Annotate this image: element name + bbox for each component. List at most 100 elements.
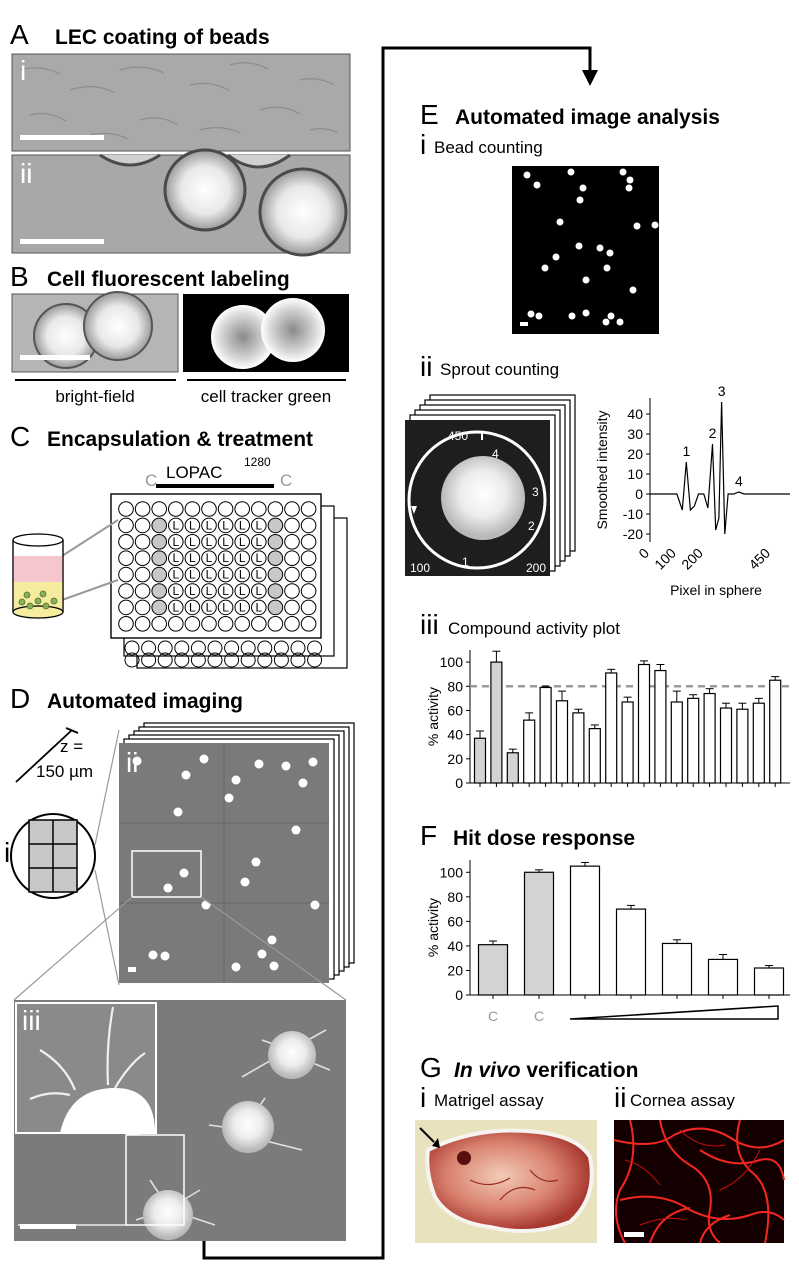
well [217, 534, 234, 550]
sprout-inset [15, 1002, 157, 1134]
well [284, 501, 300, 517]
well [157, 652, 173, 668]
bar [736, 708, 749, 784]
control-label-left: C [145, 471, 157, 490]
workflow-arrow-line [202, 46, 592, 1260]
control-well [267, 517, 284, 534]
y-tick-label: 0 [455, 775, 463, 791]
y-tick-label: -20 [623, 526, 643, 542]
well [250, 517, 267, 534]
bar [707, 958, 739, 996]
control-label-right: C [280, 471, 292, 490]
control-well [151, 517, 167, 534]
well [184, 566, 201, 583]
well [273, 652, 289, 668]
well [168, 550, 184, 567]
well [174, 640, 190, 656]
peak-label: 4 [735, 473, 743, 489]
well [168, 616, 184, 632]
bar [687, 697, 700, 784]
bar [752, 702, 765, 784]
y-tick-label: 40 [627, 406, 643, 422]
control-well [151, 550, 167, 567]
dose-ramp [569, 1005, 779, 1020]
well [168, 501, 184, 517]
well [284, 616, 300, 632]
bead-spot [625, 184, 633, 192]
well [300, 501, 317, 517]
bead-spot [582, 309, 590, 317]
library-well-mark: L [206, 600, 213, 614]
panel-c-letter: C [10, 421, 30, 452]
library-well-mark: L [255, 518, 262, 532]
well [217, 550, 234, 567]
bead-spot [603, 264, 611, 272]
panel-d-sub-i: i [4, 837, 10, 868]
well [250, 550, 267, 567]
control-bar [523, 871, 555, 996]
bead-spot [267, 935, 277, 945]
sphere-label-1: 1 [462, 555, 469, 569]
well [267, 616, 284, 632]
panel-g-sub-i: i [420, 1082, 426, 1113]
bead-spot [173, 807, 183, 817]
well [300, 599, 317, 616]
well [184, 501, 201, 517]
bead-spot [181, 770, 191, 780]
well-tiling-diagram [10, 729, 120, 986]
library-well-mark: L [255, 600, 262, 614]
peak-label: 3 [718, 383, 726, 399]
y-tick-label: 60 [447, 913, 463, 929]
control-bar [473, 737, 487, 784]
library-well-mark: L [239, 568, 246, 582]
control-bar [477, 944, 509, 996]
well [284, 599, 300, 616]
well [201, 599, 217, 616]
bar [588, 727, 601, 784]
bar [621, 701, 634, 784]
category-label: C [534, 1008, 544, 1024]
library-well-mark: L [206, 568, 213, 582]
cornea-vessel-photo [613, 1119, 785, 1244]
library-well-mark: L [239, 600, 246, 614]
library-well-mark: L [255, 551, 262, 565]
panel-a-sub-i: i [20, 55, 26, 86]
bead-spot [541, 264, 549, 272]
well [284, 583, 300, 599]
panel-g-sub-ii-text: Cornea assay [630, 1091, 735, 1110]
well [184, 616, 201, 632]
well [250, 566, 267, 583]
library-well-mark: L [222, 600, 229, 614]
bead-spot [199, 754, 209, 764]
well [118, 517, 134, 534]
well [234, 583, 250, 599]
bead-spot [626, 176, 634, 184]
well [201, 534, 217, 550]
control-well [151, 566, 167, 583]
well [224, 640, 240, 656]
y-axis-label: % activity [425, 898, 441, 957]
panel-a-letter: A [10, 19, 29, 50]
well [234, 566, 250, 583]
well [284, 517, 300, 534]
panel-g-sub-ii: ii [614, 1082, 626, 1113]
well [234, 534, 250, 550]
library-well-mark: L [239, 518, 246, 532]
panel-e-sub-i: i [420, 129, 426, 160]
library-well-mark: L [172, 518, 179, 532]
bead-spot [298, 778, 308, 788]
well [234, 550, 250, 567]
well [168, 599, 184, 616]
library-well-mark: L [172, 584, 179, 598]
bar [753, 967, 785, 996]
well [290, 640, 306, 656]
library-well-mark: L [206, 518, 213, 532]
well [300, 550, 317, 567]
panel-g-title-rest: verification [521, 1059, 639, 1082]
bead-spot [619, 168, 627, 176]
well [240, 640, 256, 656]
label-cell-tracker: cell tracker green [201, 387, 331, 406]
bead-spot [651, 221, 659, 229]
bead-spot [310, 900, 320, 910]
